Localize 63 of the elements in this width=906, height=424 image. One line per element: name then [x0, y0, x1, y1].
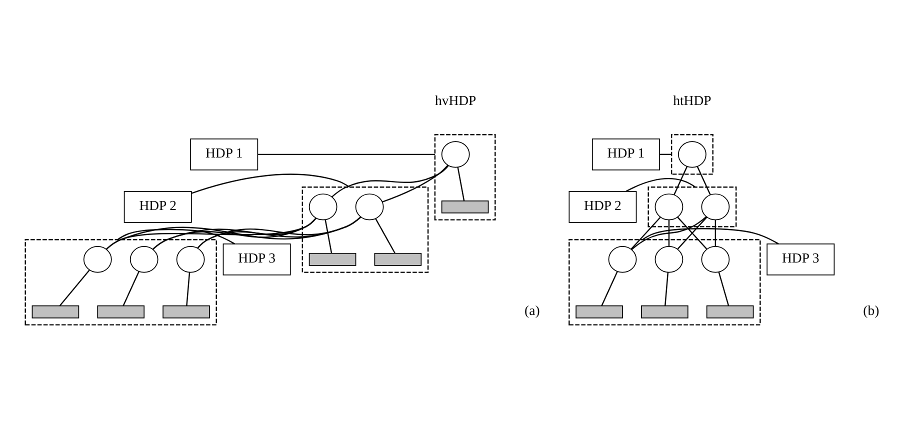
node-bar [641, 304, 688, 318]
node-circle [308, 193, 338, 220]
node-circle [176, 246, 205, 272]
node-bar [308, 252, 356, 266]
connector [382, 164, 448, 202]
cluster [302, 186, 429, 272]
connector [642, 228, 779, 244]
node-bar [32, 304, 80, 318]
connector [186, 272, 190, 306]
node-circle [441, 140, 470, 168]
node-circle [701, 246, 730, 272]
node-box: HDP 3 [222, 242, 291, 275]
node-circle [83, 246, 112, 272]
node-circle [654, 193, 684, 220]
connector [630, 216, 661, 249]
node-box: HDP 1 [592, 138, 660, 170]
connector [332, 164, 449, 197]
connector [631, 216, 707, 250]
node-bar [576, 304, 623, 318]
connector [59, 269, 90, 306]
cluster [568, 238, 761, 325]
connector [197, 218, 316, 248]
connector [457, 166, 465, 200]
connector [696, 166, 711, 195]
node-circle [608, 246, 637, 272]
connector [660, 153, 672, 155]
cluster [648, 186, 737, 227]
label: (b) [863, 302, 880, 318]
connector [191, 173, 350, 194]
node-box: HDP 1 [190, 138, 258, 170]
connector [106, 217, 317, 250]
node-bar [97, 304, 145, 318]
connector [718, 271, 730, 306]
connector [258, 153, 435, 155]
connector [677, 216, 708, 249]
node-circle [701, 193, 730, 220]
connector [674, 166, 688, 195]
connector [117, 228, 235, 244]
node-bar [374, 252, 422, 266]
node-box: HDP 3 [766, 242, 835, 275]
label: (a) [524, 302, 540, 318]
node-box: HDP 2 [568, 190, 637, 222]
label: hvHDP [434, 92, 476, 108]
node-bar [706, 304, 754, 318]
label: htHDP [673, 92, 712, 108]
node-bar [162, 304, 210, 318]
node-circle [654, 246, 684, 272]
connector [714, 220, 716, 246]
cluster [24, 238, 217, 325]
cluster [434, 134, 496, 220]
connector [152, 216, 362, 250]
connector [324, 219, 332, 253]
node-box: HDP 2 [124, 190, 192, 222]
connector [626, 178, 696, 192]
connector [106, 216, 362, 250]
node-circle [130, 246, 158, 272]
cluster [670, 134, 714, 174]
node-bar [441, 200, 489, 213]
node-circle [355, 193, 384, 220]
node-circle [678, 140, 706, 168]
connector [668, 220, 670, 246]
connector [152, 217, 317, 250]
connector [664, 272, 669, 306]
